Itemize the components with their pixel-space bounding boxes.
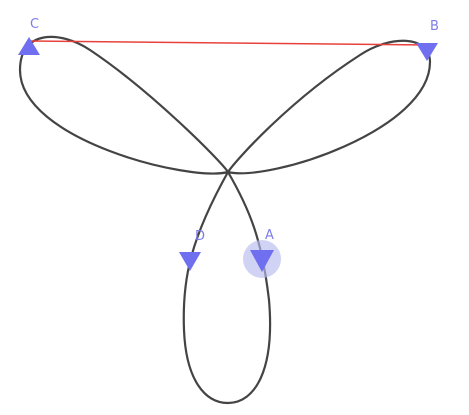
point-a-label: A — [265, 228, 274, 243]
point-d-marker[interactable] — [179, 252, 201, 271]
rose-curve — [18, 35, 432, 405]
point-c-marker[interactable] — [18, 37, 40, 55]
point-a-marker[interactable] — [250, 250, 274, 272]
point-b-marker[interactable] — [416, 43, 438, 61]
point-c-label: C — [30, 17, 39, 32]
point-d-label: D — [195, 229, 205, 244]
point-b-label: B — [430, 19, 439, 34]
segment-cb[interactable] — [29, 40, 428, 46]
